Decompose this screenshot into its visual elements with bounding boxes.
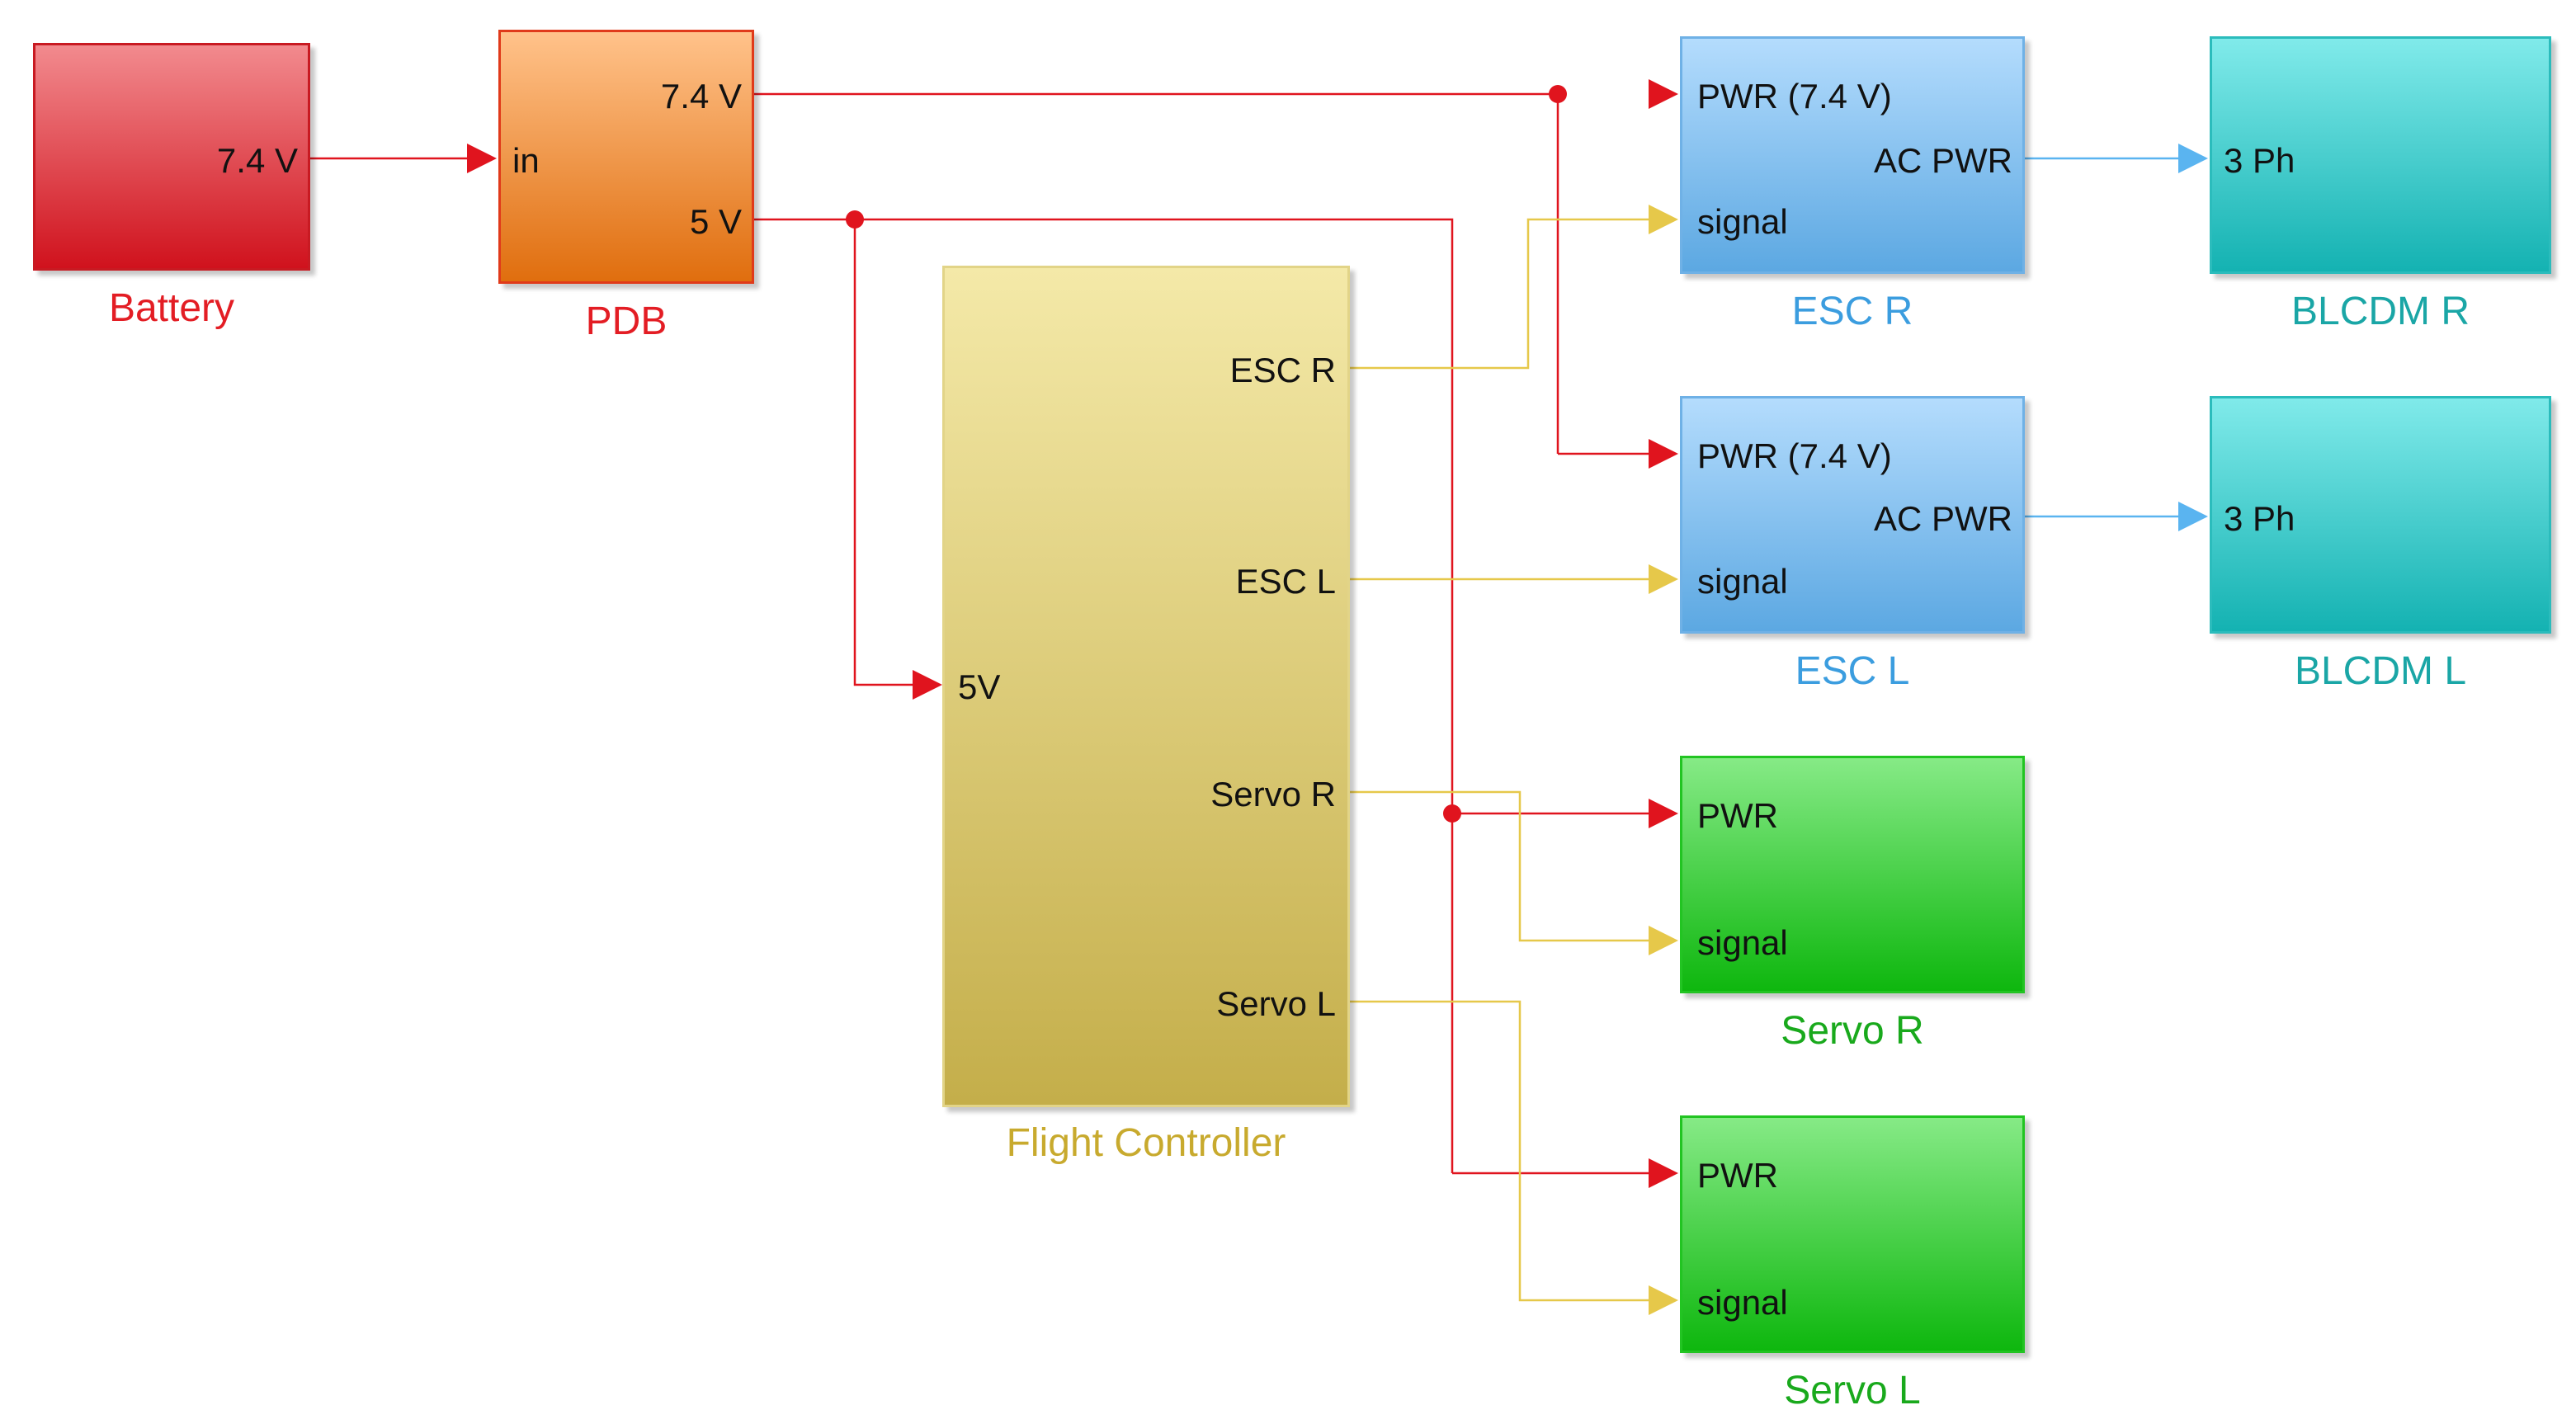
motor-l-in-label: 3 Ph <box>2224 499 2295 538</box>
servo-l-caption: Servo L <box>1784 1369 1921 1412</box>
battery-out-label: 7.4 V <box>216 141 298 180</box>
arrow-esc-l-pwr <box>1649 439 1678 469</box>
wire-signal-servo-r <box>1350 790 1650 942</box>
servo-l-pwr-label: PWR <box>1697 1156 1778 1195</box>
flight-controller-block[interactable]: 5V ESC R ESC L Servo R Servo L <box>942 266 1350 1107</box>
pdb-out-74v-label: 7.4 V <box>660 77 742 116</box>
junction-5v-fc <box>846 210 864 229</box>
arrow-motor-l-in <box>2178 502 2208 531</box>
servo-r-pwr-label: PWR <box>1697 796 1778 835</box>
esc-r-ac-label: AC PWR <box>1874 141 2012 180</box>
arrow-motor-r-in <box>2178 144 2208 173</box>
pdb-in-label: in <box>512 141 540 180</box>
servo-r-signal-label: signal <box>1697 923 1788 962</box>
esc-r-signal-label: signal <box>1697 202 1788 241</box>
esc-l-signal-label: signal <box>1697 562 1788 601</box>
esc-l-block[interactable]: PWR (7.4 V) AC PWR signal <box>1680 396 2025 634</box>
fc-servo-l-label: Servo L <box>1216 984 1336 1023</box>
battery-caption: Battery <box>108 286 235 330</box>
servo-r-caption: Servo R <box>1781 1009 1924 1053</box>
esc-l-caption: ESC L <box>1795 649 1910 693</box>
motor-r-caption: BLCDM R <box>2291 290 2470 333</box>
wire-signal-esc-r <box>1350 218 1650 370</box>
esc-r-caption: ESC R <box>1791 290 1913 333</box>
esc-r-pwr-label: PWR (7.4 V) <box>1697 77 1892 116</box>
fc-esc-r-label: ESC R <box>1229 351 1336 389</box>
arrow-esc-r-signal <box>1649 205 1678 234</box>
junction-74v <box>1549 85 1567 103</box>
esc-l-pwr-label: PWR (7.4 V) <box>1697 436 1892 475</box>
pdb-block[interactable]: in 7.4 V 5 V <box>498 30 754 284</box>
arrow-pdb-in <box>467 144 497 173</box>
servo-r-block[interactable]: PWR signal <box>1680 756 2025 993</box>
wire-5v-to-fc <box>853 219 914 686</box>
arrow-servo-r-pwr <box>1649 799 1678 828</box>
wire-pdb-5v-main <box>754 218 1454 1173</box>
esc-r-block[interactable]: PWR (7.4 V) AC PWR signal <box>1680 36 2025 274</box>
junction-5v-servo <box>1443 804 1461 823</box>
fc-5v-label: 5V <box>958 667 1001 706</box>
esc-l-ac-label: AC PWR <box>1874 499 2012 538</box>
fc-servo-r-label: Servo R <box>1210 775 1336 813</box>
motor-l-block[interactable]: 3 Ph <box>2210 396 2551 634</box>
servo-l-signal-label: signal <box>1697 1283 1788 1322</box>
arrow-esc-r-pwr <box>1649 79 1678 109</box>
pdb-caption: PDB <box>585 299 668 343</box>
flight-controller-caption: Flight Controller <box>1006 1121 1286 1165</box>
motor-l-caption: BLCDM L <box>2294 649 2467 693</box>
wire-signal-servo-l <box>1350 1000 1650 1302</box>
servo-l-block[interactable]: PWR signal <box>1680 1115 2025 1353</box>
motor-r-in-label: 3 Ph <box>2224 141 2295 180</box>
arrow-servo-l-pwr <box>1649 1158 1678 1188</box>
pdb-out-5v-label: 5 V <box>689 202 742 241</box>
motor-r-block[interactable]: 3 Ph <box>2210 36 2551 274</box>
fc-esc-l-label: ESC L <box>1235 562 1336 601</box>
arrow-servo-r-signal <box>1649 926 1678 955</box>
arrow-servo-l-signal <box>1649 1285 1678 1315</box>
arrow-fc-5v <box>913 670 942 700</box>
battery-block[interactable]: 7.4 V <box>33 43 310 271</box>
arrow-esc-l-signal <box>1649 564 1678 594</box>
